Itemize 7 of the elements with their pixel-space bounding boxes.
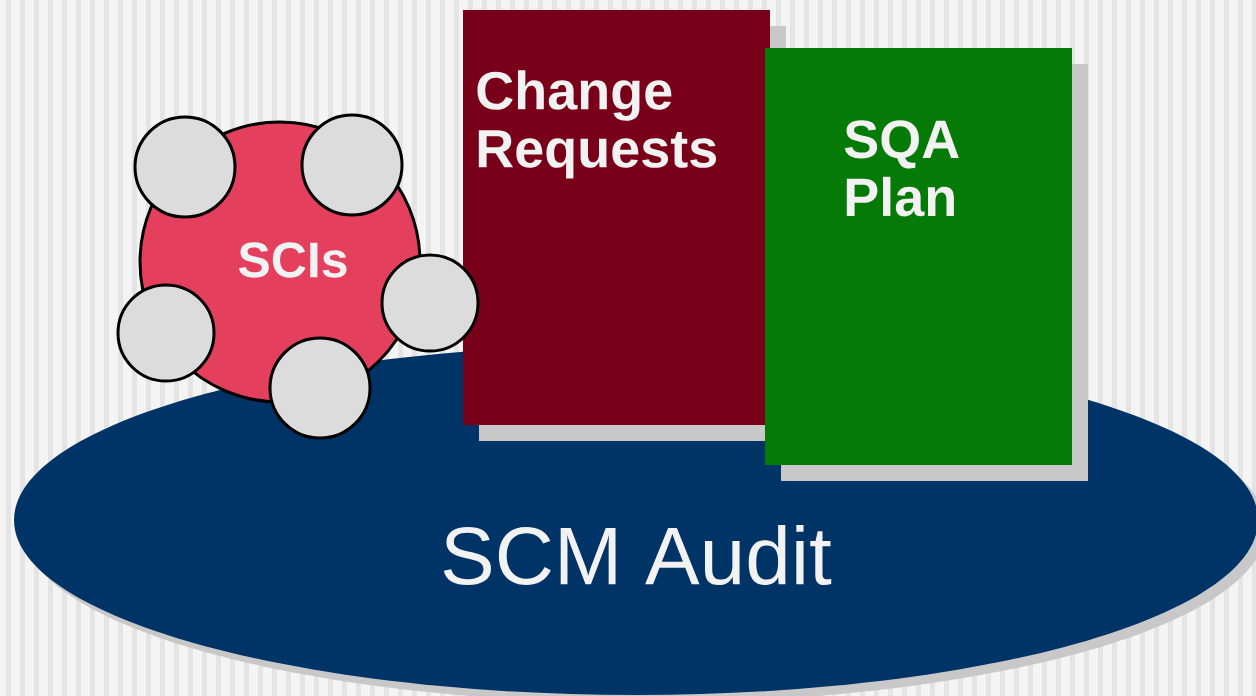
item-circle [380, 253, 480, 353]
document-box: SQA Plan [765, 48, 1088, 481]
item-circle [116, 283, 216, 383]
item-circle [300, 113, 404, 217]
document-box: Change Requests [463, 10, 786, 441]
item-circle [133, 115, 237, 219]
item-circle [268, 336, 372, 440]
